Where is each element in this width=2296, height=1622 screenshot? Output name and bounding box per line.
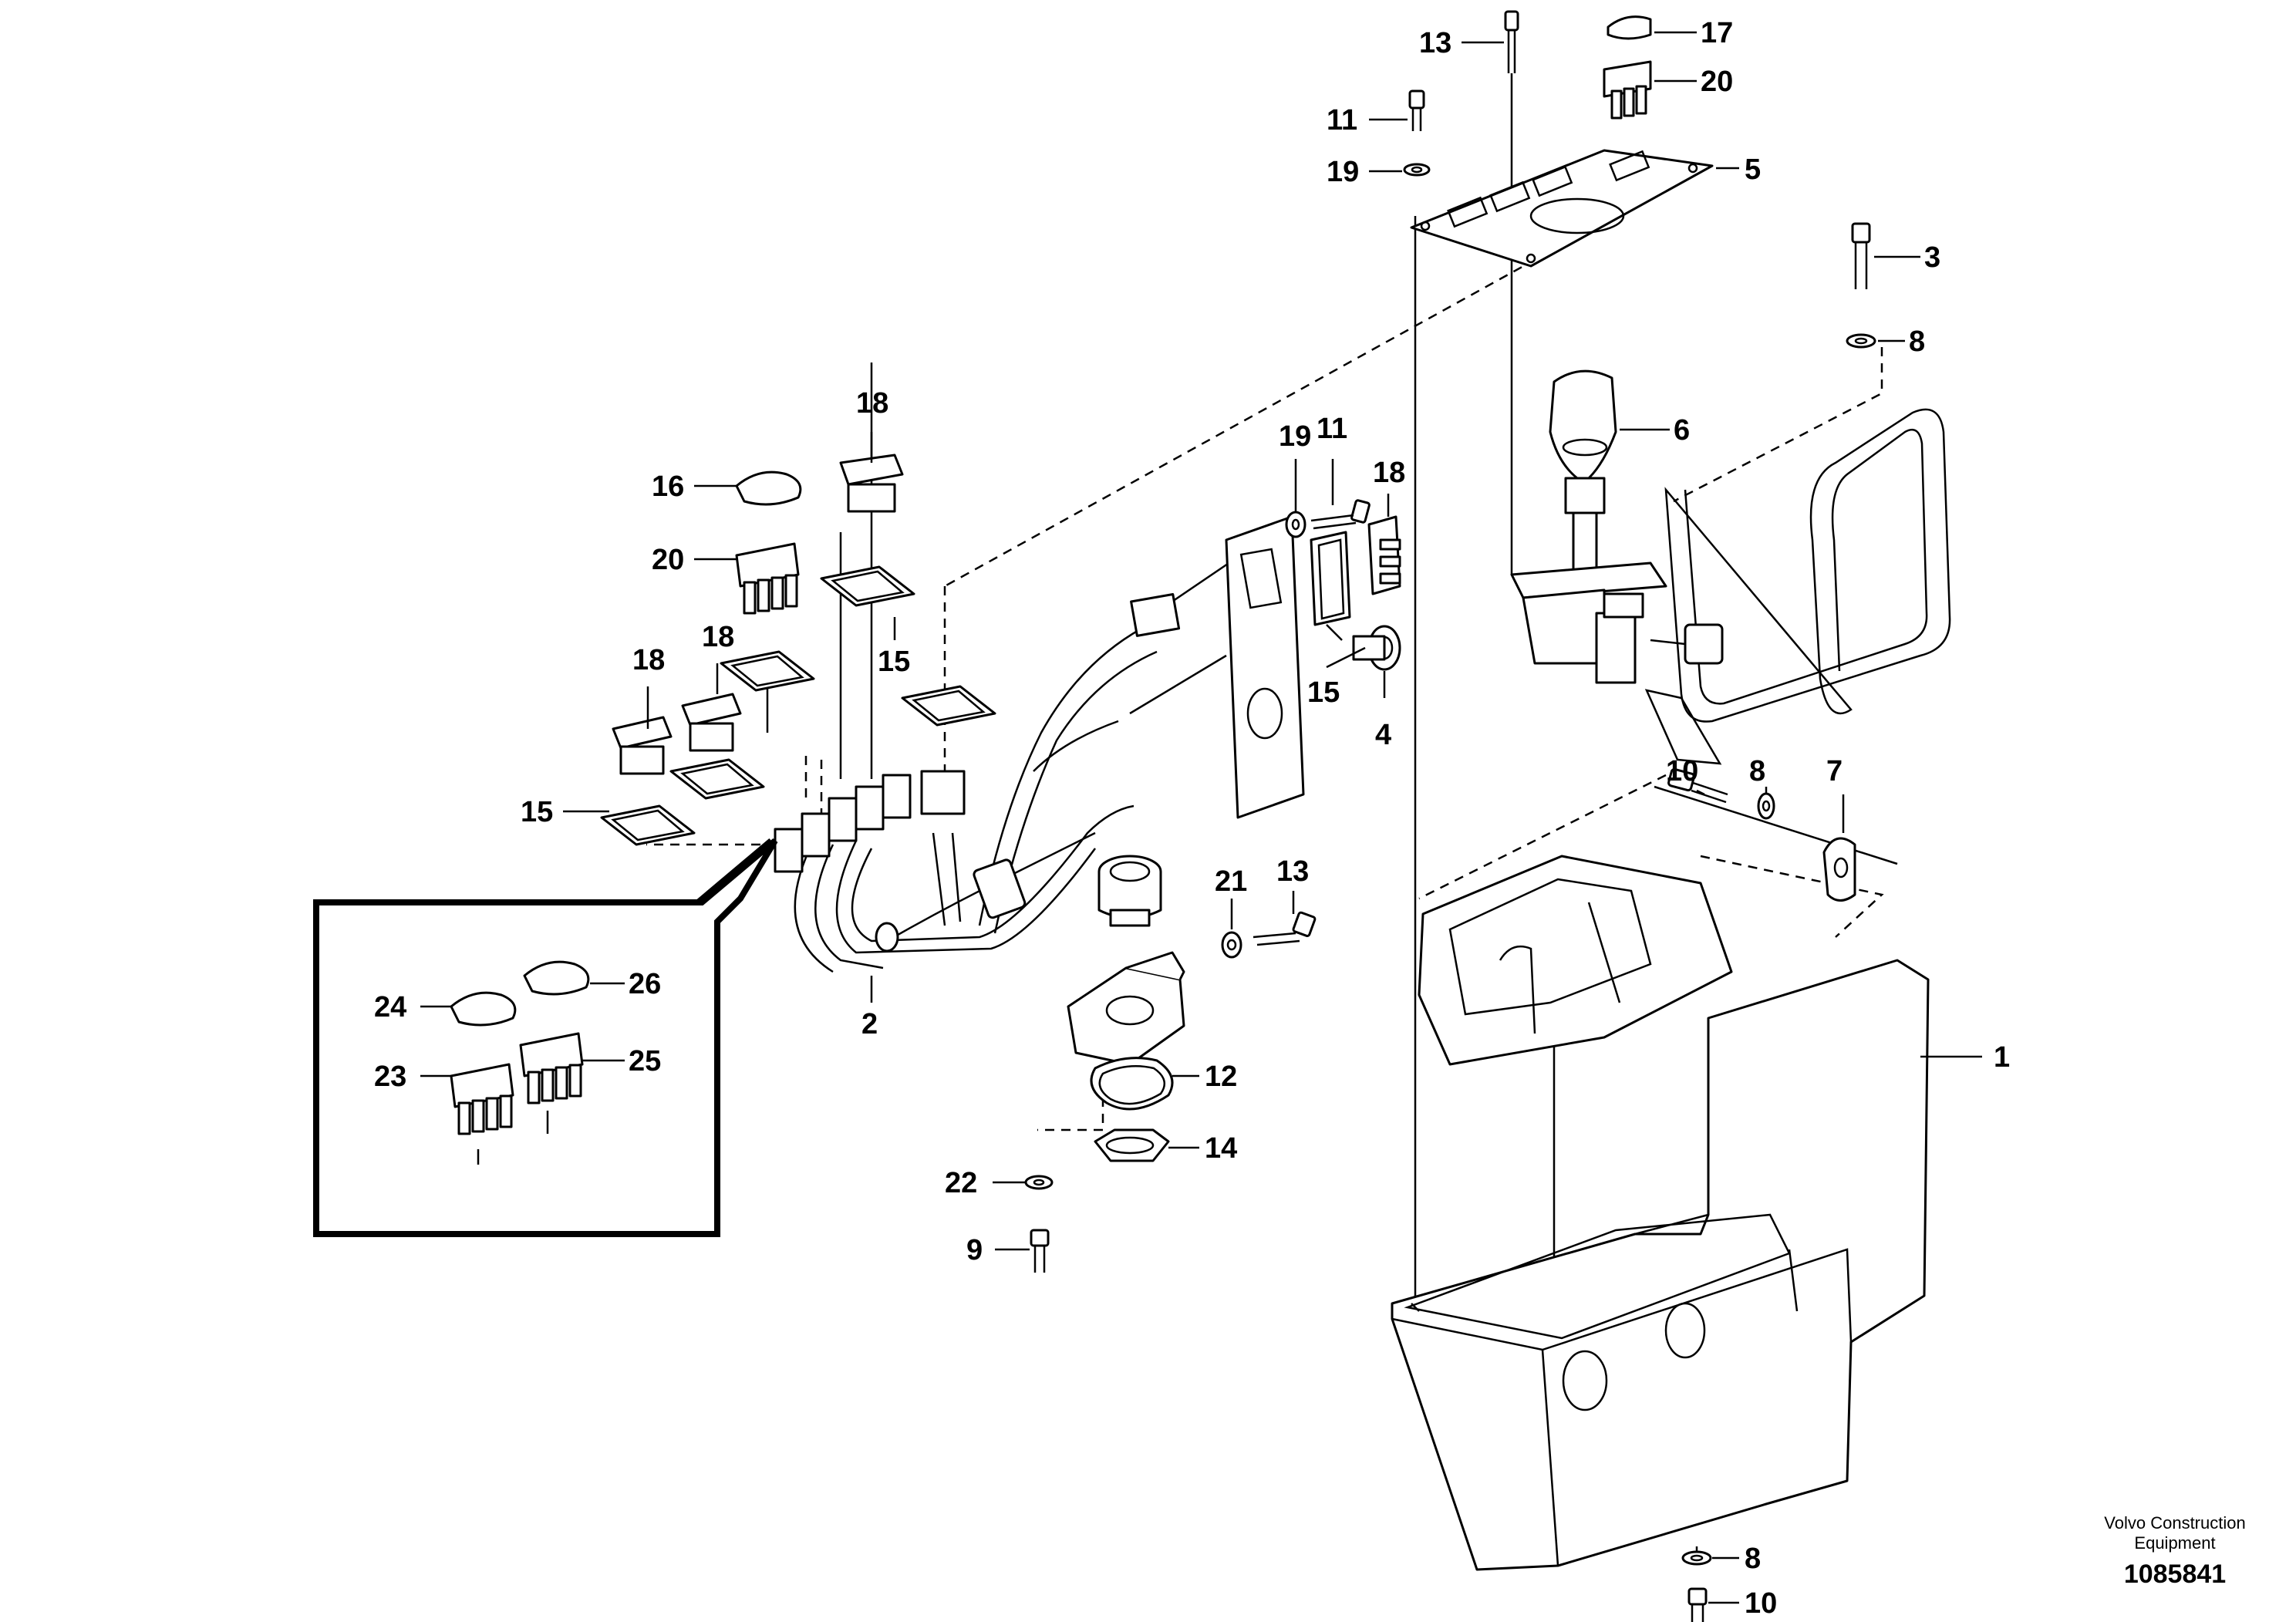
bolt-13-middle <box>1253 911 1317 946</box>
nut-14 <box>1094 1128 1170 1162</box>
drawing-credit: Volvo Construction Equipment 1085841 <box>2104 1513 2245 1589</box>
gasket-15-top-left <box>820 565 915 607</box>
callout-15-top-left: 15 <box>878 646 910 678</box>
harness-connector-upper <box>1130 592 1181 637</box>
bolt-3 <box>1851 222 1871 289</box>
callout-11-side: 11 <box>1317 413 1347 445</box>
callout-24: 24 <box>374 991 406 1023</box>
callout-18-left-a: 18 <box>632 644 665 676</box>
callout-15-side: 15 <box>1307 676 1340 709</box>
console-housing <box>1391 959 1930 1571</box>
callout-19-top: 19 <box>1327 156 1359 188</box>
detail-inset <box>313 838 778 1237</box>
callout-2: 2 <box>861 1008 878 1040</box>
credit-line-1: Volvo Construction <box>2104 1513 2245 1533</box>
document-number: 1085841 <box>2124 1560 2226 1589</box>
rocker-switch-top <box>1603 60 1652 120</box>
washer-19-top <box>1403 163 1431 177</box>
callout-21: 21 <box>1215 865 1247 898</box>
washer-8-upper <box>1846 333 1876 349</box>
indicator-lamp-4 <box>1352 625 1401 671</box>
bolt-11-top <box>1408 89 1425 131</box>
rocker-cap-24 <box>450 991 517 1027</box>
callout-20-left: 20 <box>652 544 684 576</box>
callout-20-top: 20 <box>1701 66 1733 98</box>
callout-1: 1 <box>1994 1041 2010 1074</box>
bolt-11-side <box>1310 499 1371 530</box>
callout-8-middle: 8 <box>1749 755 1765 787</box>
callout-5: 5 <box>1745 153 1761 186</box>
callout-14: 14 <box>1205 1132 1237 1165</box>
callout-10-bottom: 10 <box>1745 1587 1777 1620</box>
top-cover-plate <box>1410 149 1714 268</box>
switch-18-left-a <box>612 716 673 775</box>
callout-9: 9 <box>966 1234 983 1266</box>
washer-8-bottom <box>1681 1550 1712 1566</box>
callout-22: 22 <box>945 1167 977 1199</box>
callout-labels: 13 17 20 11 19 5 3 8 6 18 19 11 18 16 20… <box>374 17 2010 1620</box>
rocker-cap-top <box>1607 15 1652 40</box>
rocker-cap-26 <box>523 960 590 996</box>
switch-18-left-b <box>681 693 742 752</box>
round-connector <box>1097 855 1162 927</box>
harness-connector-inline <box>973 858 1027 919</box>
inner-bracket-frame <box>1418 855 1733 1066</box>
callout-10-middle: 10 <box>1666 755 1698 787</box>
washer-21 <box>1221 931 1242 959</box>
callout-16: 16 <box>652 470 684 503</box>
callout-13-top: 13 <box>1419 27 1451 59</box>
washer-8-middle <box>1757 792 1775 820</box>
gasket-15-left-b <box>669 758 765 800</box>
seal-ring-12 <box>1090 1057 1174 1111</box>
rocker-cap-16 <box>735 470 802 506</box>
gasket-15-left-a <box>600 804 696 846</box>
callout-6: 6 <box>1674 414 1690 447</box>
bolt-10-middle <box>1667 767 1728 804</box>
callout-11-top: 11 <box>1327 104 1357 137</box>
callout-26: 26 <box>629 968 661 1000</box>
callout-8-upper: 8 <box>1909 325 1925 358</box>
screw-9 <box>1030 1229 1050 1273</box>
callout-23: 23 <box>374 1061 406 1093</box>
rocker-switch-23 <box>450 1063 514 1135</box>
callout-4: 4 <box>1375 719 1391 751</box>
callout-18-left-b: 18 <box>702 621 734 653</box>
harness-connector-left <box>774 774 912 873</box>
callout-3: 3 <box>1924 241 1940 274</box>
callout-13-middle: 13 <box>1276 855 1309 888</box>
joystick <box>1510 369 1667 684</box>
callout-18-side: 18 <box>1373 457 1405 489</box>
washer-19-side <box>1285 511 1306 538</box>
connector-bracket <box>1067 951 1185 1066</box>
callout-12: 12 <box>1205 1061 1237 1093</box>
clip-7 <box>1822 837 1856 902</box>
washer-22 <box>1024 1175 1054 1190</box>
harness-connector-middle <box>920 770 966 815</box>
callout-8-bottom: 8 <box>1745 1543 1761 1575</box>
bolt-10-bottom <box>1687 1587 1708 1622</box>
switch-18-side <box>1367 515 1401 595</box>
bolt-13-top <box>1504 10 1519 73</box>
callout-7: 7 <box>1826 755 1843 787</box>
handle-connector <box>1650 623 1724 665</box>
rocker-switch-20-left <box>735 542 800 615</box>
credit-line-2: Equipment <box>2134 1533 2215 1553</box>
callout-17: 17 <box>1701 17 1733 49</box>
grab-handle <box>1644 408 1951 765</box>
rocker-switch-25 <box>519 1032 584 1104</box>
side-switch-panel <box>1225 515 1305 819</box>
switch-18-top-left <box>839 454 904 513</box>
callout-19-side: 19 <box>1279 420 1311 453</box>
callout-25: 25 <box>629 1045 661 1077</box>
gasket-left-2 <box>720 650 815 692</box>
callout-18-top-left: 18 <box>856 387 888 420</box>
callout-15-left: 15 <box>521 796 553 828</box>
gasket-15-side <box>1310 531 1351 626</box>
gasket-15-mid <box>901 685 996 727</box>
callout-leaders <box>420 31 1982 1604</box>
